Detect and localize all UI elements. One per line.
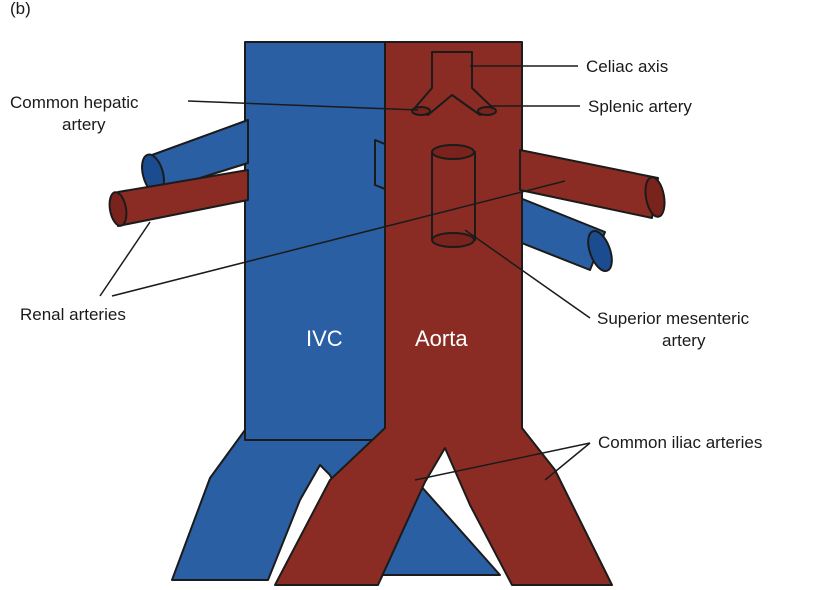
label-sma-1: Superior mesenteric: [597, 309, 750, 328]
label-common-iliac: Common iliac arteries: [598, 433, 762, 452]
label-celiac-axis: Celiac axis: [586, 57, 668, 76]
superior-mesenteric-artery: [432, 152, 475, 240]
leader-renal-left: [100, 222, 150, 296]
leader-iliac-2: [545, 443, 590, 480]
ivc-trunk: [245, 42, 385, 440]
sma-bottom: [432, 233, 474, 247]
splenic-end: [478, 107, 496, 115]
panel-label: (b): [10, 0, 31, 18]
label-common-hepatic-2: artery: [62, 115, 106, 134]
label-ivc: IVC: [306, 326, 343, 351]
label-splenic-artery: Splenic artery: [588, 97, 692, 116]
label-sma-2: artery: [662, 331, 706, 350]
sma-top: [432, 145, 474, 159]
label-aorta: Aorta: [415, 326, 468, 351]
label-renal-arteries: Renal arteries: [20, 305, 126, 324]
label-common-hepatic-1: Common hepatic: [10, 93, 139, 112]
common-hepatic-end: [412, 107, 430, 115]
